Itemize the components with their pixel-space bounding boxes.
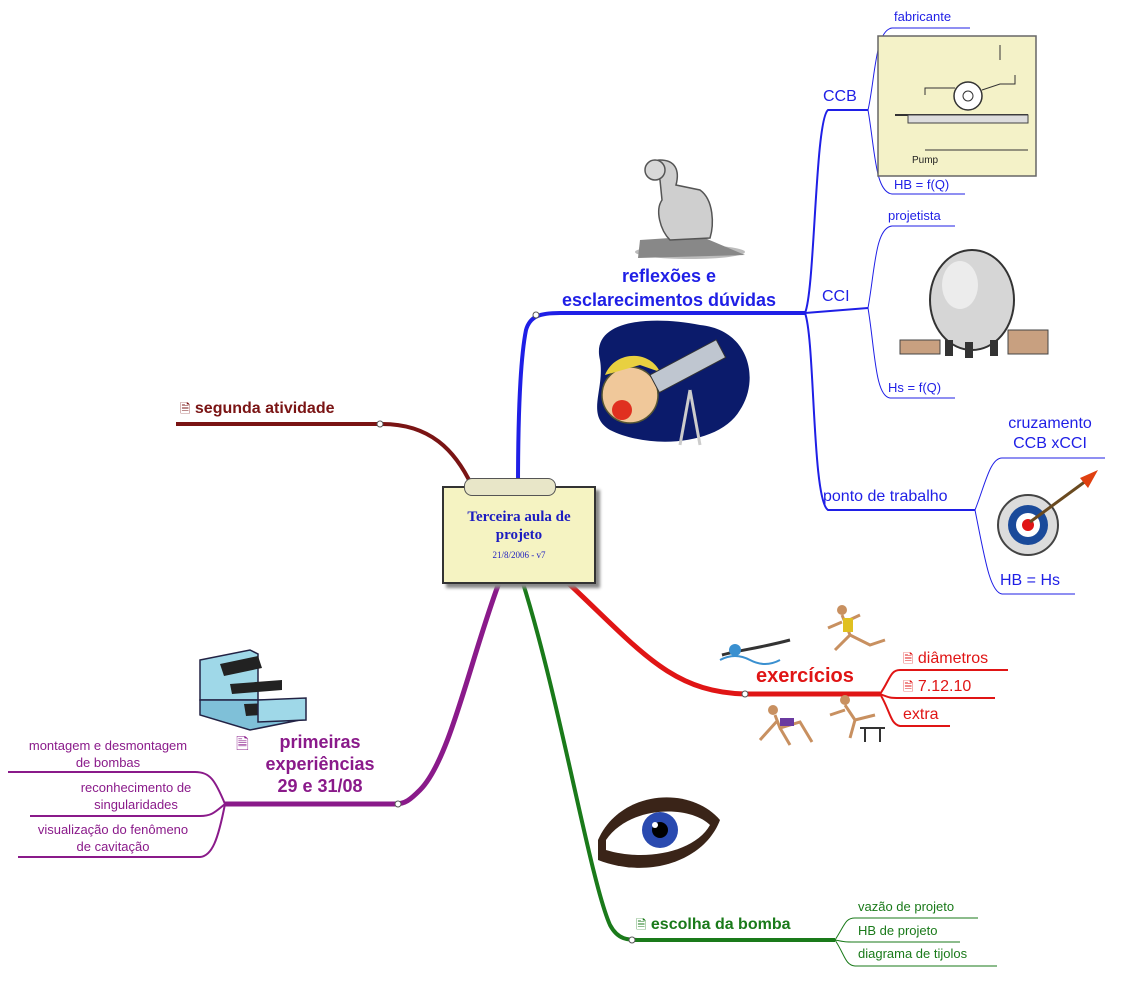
- subline-diametros: [879, 669, 1008, 695]
- topic-visualizacao[interactable]: visualização do fenômeno de cavitação: [18, 821, 208, 855]
- topic-escolha-label: escolha da bomba: [650, 916, 791, 933]
- subline-vazao: [834, 917, 978, 941]
- branch-dot: [532, 311, 540, 319]
- subline-hbhs: [974, 509, 1075, 595]
- subline-cruzamento: [974, 457, 1105, 511]
- topic-exercicios[interactable]: exercícios: [756, 665, 854, 687]
- topic-segunda-label: segunda atividade: [194, 400, 335, 417]
- subline-hbq: [867, 109, 965, 195]
- branch-line-segunda: [176, 422, 474, 487]
- topic-segunda-atividade[interactable]: 🗎 segunda atividade: [180, 400, 335, 422]
- topic-hb-fq[interactable]: HB = f(Q): [894, 177, 950, 192]
- subline-ccb: [804, 109, 868, 314]
- topic-cruzamento-line1: cruzamento: [1008, 415, 1092, 432]
- telescope-boy-icon: [597, 320, 750, 446]
- topic-hb-hs[interactable]: HB = Hs: [1000, 572, 1061, 589]
- branch-dot: [741, 690, 749, 698]
- jumper-icon: [758, 705, 814, 746]
- subline-diagrama: [834, 939, 997, 967]
- target-arrow-icon: [997, 470, 1098, 556]
- topic-cruzamento[interactable]: cruzamento CCB xCCI: [995, 414, 1105, 454]
- branch-dot: [628, 936, 636, 944]
- topic-fabricante[interactable]: fabricante: [894, 9, 952, 24]
- topic-primeiras-line3: 29 e 31/08: [277, 776, 363, 796]
- runner-icon: [827, 605, 886, 652]
- note-icon: 🗎: [903, 680, 914, 695]
- topic-visualizacao-line2: de cavitação: [76, 839, 150, 854]
- swimmer-icon: [719, 638, 791, 665]
- note-icon: 🗎: [636, 918, 647, 933]
- tank-icon: [899, 249, 1049, 358]
- topic-diametros-label: diâmetros: [917, 650, 989, 667]
- subline-cci: [804, 307, 869, 314]
- topic-diagrama-de-tijolos[interactable]: diagrama de tijolos: [858, 946, 968, 961]
- topic-projetista[interactable]: projetista: [888, 208, 941, 223]
- topic-ccb[interactable]: CCB: [823, 88, 857, 105]
- topic-reflexoes[interactable]: reflexões e esclarecimentos dúvidas: [540, 264, 798, 312]
- topic-reflexoes-line2: esclarecimentos dúvidas: [561, 290, 777, 310]
- topic-hb-de-projeto[interactable]: HB de projeto: [858, 923, 938, 938]
- topic-7-12-10-label: 7.12.10: [917, 678, 972, 695]
- thinker-statue-icon: [635, 159, 745, 259]
- subline-projetista: [867, 225, 955, 309]
- subline-ponto: [804, 312, 975, 511]
- branch-dot: [376, 420, 384, 428]
- topic-montagem-line2: de bombas: [75, 755, 141, 770]
- pump-diagram-icon: Pump: [877, 35, 1037, 177]
- topic-escolha-da-bomba[interactable]: 🗎 escolha da bomba: [636, 916, 791, 938]
- topic-ponto-de-trabalho[interactable]: ponto de trabalho: [823, 488, 948, 505]
- branch-dot: [394, 800, 402, 808]
- topic-extra[interactable]: extra: [903, 706, 939, 723]
- topic-vazao-de-projeto[interactable]: vazão de projeto: [858, 899, 955, 914]
- scroll-roll-decoration: [464, 478, 556, 496]
- subline-fabricante: [867, 27, 970, 111]
- subline-visualizacao: [18, 803, 226, 858]
- topic-montagem[interactable]: montagem e desmontagem de bombas: [8, 737, 208, 771]
- topic-7-12-10[interactable]: 🗎 7.12.10: [903, 678, 971, 700]
- topic-montagem-line1: montagem e desmontagem: [28, 738, 188, 753]
- pump-figure-label: Pump: [912, 155, 939, 166]
- branch-line-exercicios: [563, 578, 880, 697]
- topic-primeiras-line2: experiências: [265, 754, 375, 774]
- topic-cci[interactable]: CCI: [822, 288, 850, 305]
- central-topic[interactable]: Terceira aula de projeto 21/8/2006 - v7: [442, 478, 596, 584]
- note-icon: 🗎: [180, 402, 191, 417]
- subline-71210: [879, 693, 995, 699]
- subline-montagem: [8, 771, 226, 805]
- branch-line-reflexoes: [516, 311, 805, 489]
- note-icon: 🗎: [236, 736, 249, 753]
- branch-line-primeiras: [225, 579, 503, 807]
- subline-extra: [879, 693, 950, 727]
- hurdler-icon: [829, 695, 885, 742]
- topic-reconhecimento-line1: reconhecimento de: [80, 780, 192, 795]
- topic-hs-fq[interactable]: Hs = f(Q): [888, 380, 942, 395]
- topic-primeiras-line1: primeiras: [279, 732, 361, 752]
- central-title-line2: projeto: [495, 527, 543, 543]
- branch-line-escolha: [520, 579, 835, 942]
- stairs-icon: [199, 649, 307, 731]
- eye-icon: [598, 797, 720, 868]
- central-title-line1: Terceira aula de: [467, 509, 571, 525]
- subline-hsq: [867, 307, 955, 399]
- topic-diametros[interactable]: 🗎 diâmetros: [903, 650, 988, 672]
- subline-reconhecimento: [30, 803, 226, 817]
- topic-visualizacao-line1: visualização do fenômeno: [37, 822, 189, 837]
- topic-reconhecimento-line2: singularidades: [94, 797, 178, 812]
- topic-primeiras-experiencias[interactable]: primeiras experiências 29 e 31/08: [255, 731, 385, 797]
- subline-hbprojeto: [834, 939, 960, 943]
- topic-cruzamento-line2: CCB xCCI: [1013, 435, 1087, 452]
- note-icon: 🗎: [903, 652, 914, 667]
- topic-reconhecimento[interactable]: reconhecimento de singularidades: [60, 779, 212, 813]
- topic-reflexoes-line1: reflexões e: [621, 266, 717, 286]
- central-date: 21/8/2006 - v7: [492, 550, 546, 560]
